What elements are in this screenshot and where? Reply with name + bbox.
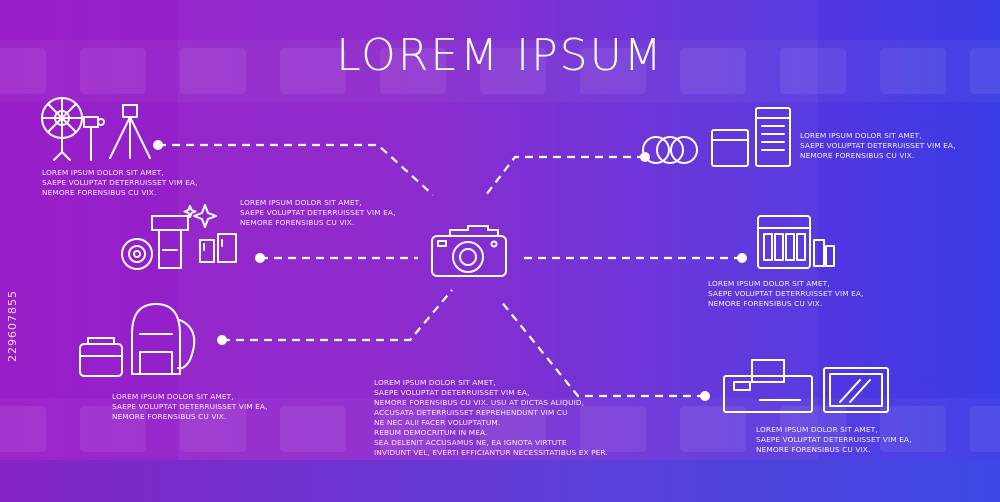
film-strip-top (0, 40, 1000, 102)
text-block-printer: LOREM IPSUM DOLOR SIT AMET, SAEPE VOLUPT… (756, 425, 912, 454)
battery-charger-icon (757, 215, 835, 269)
text-block-filters: LOREM IPSUM DOLOR SIT AMET, SAEPE VOLUPT… (800, 131, 956, 160)
connector-printer (499, 299, 705, 398)
node-printer (700, 391, 710, 401)
camera-bags-icon (79, 303, 196, 377)
node-lighting (153, 140, 163, 150)
text-block-bags: LOREM IPSUM DOLOR SIT AMET, SAEPE VOLUPT… (112, 392, 268, 421)
film-strip-bottom (0, 398, 1000, 460)
node-battery (737, 253, 747, 263)
text-block-center: LOREM IPSUM DOLOR SIT AMET, SAEPE VOLUPT… (374, 378, 608, 457)
flash-and-lens-icon (121, 204, 237, 270)
connector-filters (485, 155, 645, 196)
page-title: LOREM IPSUM (336, 30, 664, 81)
side-id-text: 229607855 (6, 290, 19, 362)
connector-bags (222, 289, 453, 342)
photo-printer-icon (723, 359, 889, 413)
filters-and-cases-icon (642, 107, 791, 167)
camera-icon (431, 225, 507, 277)
node-flash (255, 253, 265, 263)
studio-lighting-icon (41, 97, 151, 161)
text-block-lighting: LOREM IPSUM DOLOR SIT AMET, SAEPE VOLUPT… (42, 168, 198, 197)
connector-lighting (158, 143, 434, 196)
text-block-battery: LOREM IPSUM DOLOR SIT AMET, SAEPE VOLUPT… (708, 279, 864, 308)
node-bags (217, 335, 227, 345)
text-block-flash: LOREM IPSUM DOLOR SIT AMET, SAEPE VOLUPT… (240, 198, 396, 227)
bottom-band (0, 460, 1000, 502)
